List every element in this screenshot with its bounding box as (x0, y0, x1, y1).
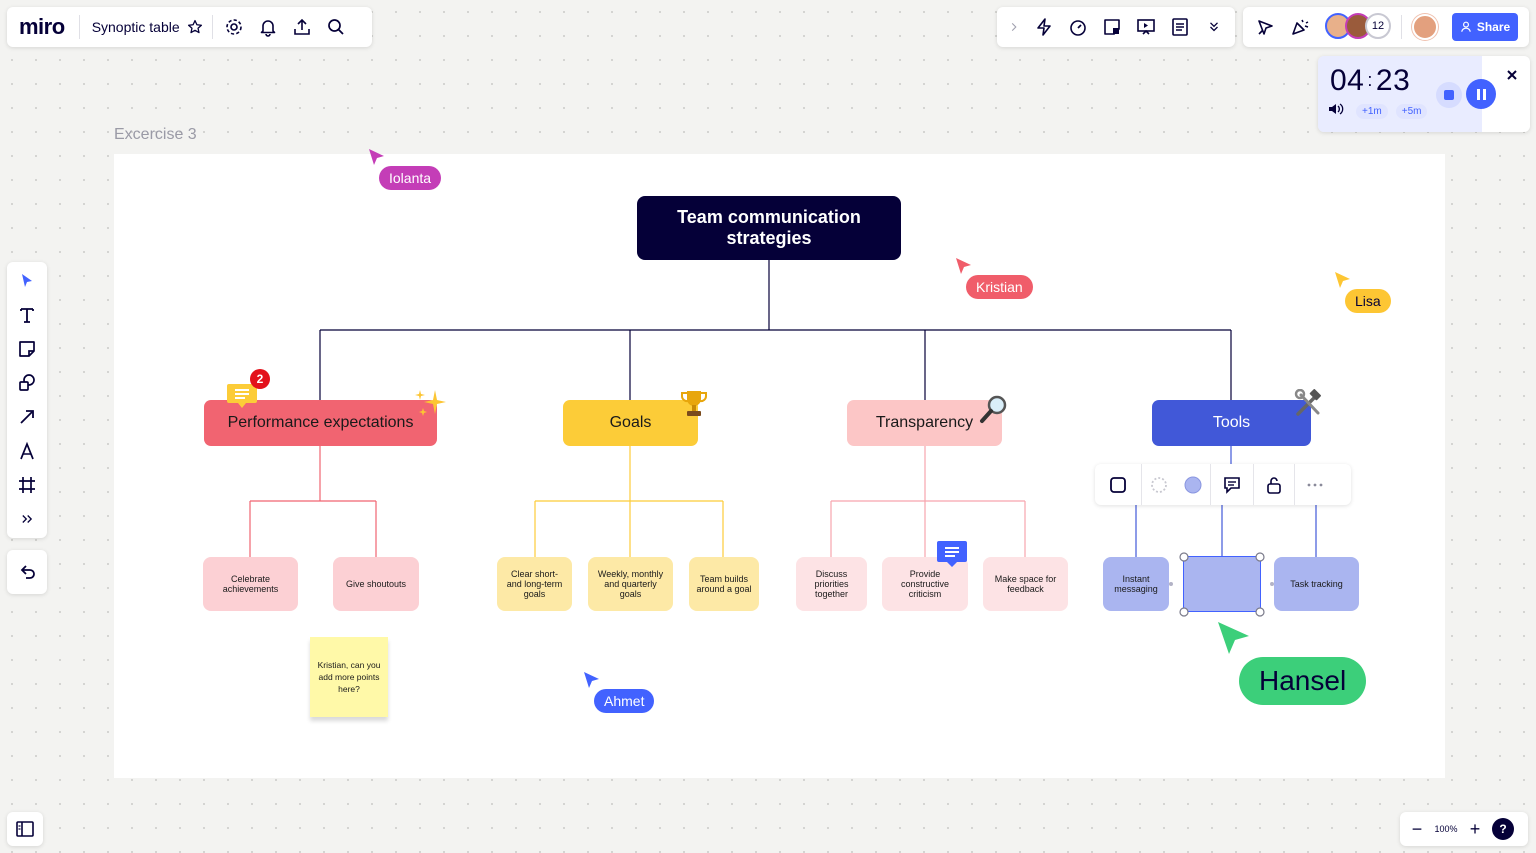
search-icon[interactable] (319, 10, 353, 44)
leaf-constructive-criticism[interactable]: Provide constructive criticism (882, 557, 968, 611)
lightning-icon[interactable] (1027, 10, 1061, 44)
board-header: miro Synoptic table (7, 7, 372, 47)
comment-icon[interactable] (226, 382, 258, 410)
context-toolbar (1095, 464, 1351, 505)
notes-icon[interactable] (1163, 10, 1197, 44)
leaf-discuss-priorities[interactable]: Discuss priorities together (796, 557, 867, 611)
timer-minutes: 04 (1330, 64, 1365, 97)
node-goals[interactable]: Goals (563, 400, 698, 446)
select-tool-icon[interactable] (10, 264, 44, 298)
frame-title[interactable]: Excercise 3 (114, 126, 197, 143)
user-icon (1461, 21, 1471, 32)
zoom-out-button[interactable]: − (1411, 818, 1423, 839)
timer-widget: 04:23 +1m +5m (1318, 56, 1530, 132)
stop-icon (1444, 90, 1454, 100)
timer-seconds: 23 (1375, 64, 1411, 97)
share-label: Share (1476, 20, 1511, 34)
present-icon[interactable] (1129, 10, 1163, 44)
cursor-label-iolanta: Iolanta (379, 166, 442, 190)
trophy-icon (681, 391, 707, 416)
leaf-weekly-monthly-goals[interactable]: Weekly, monthly and quarterly goals (588, 557, 673, 611)
magnifier-icon (980, 395, 1007, 423)
volume-icon[interactable] (1328, 102, 1344, 116)
node-performance-expectations[interactable]: Performance expectations (204, 400, 437, 446)
chevron-right-icon[interactable] (1001, 10, 1027, 44)
avatar-count[interactable]: 12 (1365, 13, 1391, 39)
gear-icon[interactable] (217, 10, 251, 44)
comment-icon[interactable] (936, 540, 968, 570)
border-style-icon[interactable] (1142, 468, 1176, 502)
comment-add-icon[interactable] (1211, 468, 1253, 502)
sidebar-toggle[interactable] (7, 812, 43, 846)
lock-icon[interactable] (1254, 468, 1294, 502)
collaboration-panel: 12 Share (1243, 7, 1529, 47)
star-icon[interactable] (182, 10, 208, 44)
connector-tool-icon[interactable] (10, 400, 44, 434)
cursor-pointer-icon (956, 258, 971, 274)
pen-tool-icon[interactable] (10, 434, 44, 468)
undo-icon[interactable] (10, 555, 44, 589)
cursor-label-hansel: Hansel (1239, 657, 1367, 705)
selection-handles[interactable] (1176, 549, 1268, 619)
sticky-note-tool-icon[interactable] (10, 332, 44, 366)
node-tools[interactable]: Tools (1152, 400, 1311, 446)
shapes-tool-icon[interactable] (10, 366, 44, 400)
timer-icon[interactable] (1061, 10, 1095, 44)
fill-color-icon[interactable] (1176, 468, 1210, 502)
pause-button[interactable] (1466, 79, 1496, 109)
top-tools-panel (997, 7, 1235, 47)
zoom-level[interactable]: 100% (1434, 824, 1458, 834)
celebrate-icon[interactable] (1283, 10, 1317, 44)
frame-tool-icon[interactable] (10, 468, 44, 502)
upload-icon[interactable] (285, 10, 319, 44)
node-transparency[interactable]: Transparency (847, 400, 1002, 446)
leaf-make-space-feedback[interactable]: Make space for feedback (983, 557, 1068, 611)
cursor-pointer-icon (1218, 622, 1249, 654)
cursor-label-kristian: Kristian (966, 275, 1033, 299)
mindmap-root-node[interactable]: Team communication strategies (637, 196, 901, 260)
more-icon[interactable] (1295, 468, 1335, 502)
board-title[interactable]: Synoptic table (91, 19, 180, 35)
miro-logo[interactable]: miro (19, 14, 65, 39)
avatar[interactable] (1412, 14, 1438, 40)
sticky-note[interactable]: Kristian, can you add more points here? (310, 637, 388, 717)
bell-icon[interactable] (251, 10, 285, 44)
connection-dots[interactable] (1166, 578, 1278, 590)
close-icon[interactable] (1506, 69, 1518, 81)
leaf-task-tracking[interactable]: Task tracking (1274, 557, 1359, 611)
cursor-pointer-icon (369, 149, 384, 165)
sparkle-icon (415, 390, 446, 416)
zoom-in-button[interactable]: + (1469, 818, 1481, 839)
leaf-clear-goals[interactable]: Clear short- and long-term goals (497, 557, 572, 611)
leaf-give-shoutouts[interactable]: Give shoutouts (333, 557, 419, 611)
cursor-pointer-icon (1335, 272, 1350, 288)
comment-count-badge: 2 (250, 369, 270, 389)
timer-display: 04:23 (1330, 64, 1411, 97)
shape-icon[interactable] (1095, 468, 1141, 502)
add-5-minute-button[interactable]: +5m (1395, 104, 1428, 119)
leaf-instant-messaging[interactable]: Instant messaging (1103, 557, 1169, 611)
leaf-selected-empty[interactable] (1183, 556, 1261, 612)
sticky-add-icon[interactable] (1095, 10, 1129, 44)
cursor-pointer-icon (584, 672, 599, 688)
tools-icon (1294, 389, 1321, 416)
left-toolbar (7, 262, 47, 538)
share-button[interactable]: Share (1452, 13, 1518, 41)
more-tools-icon[interactable] (10, 502, 44, 536)
chevron-double-down-icon[interactable] (1197, 10, 1231, 44)
leaf-celebrate-achievements[interactable]: Celebrate achievements (203, 557, 298, 611)
add-1-minute-button[interactable]: +1m (1356, 104, 1388, 119)
text-tool-icon[interactable] (10, 298, 44, 332)
leaf-team-builds[interactable]: Team builds around a goal (689, 557, 759, 611)
stop-button[interactable] (1436, 82, 1462, 108)
avatar-stack[interactable]: 12 (1325, 13, 1393, 41)
cursor-label-ahmet: Ahmet (594, 689, 655, 713)
zoom-controls: − 100% + ? (1400, 812, 1528, 846)
pause-icon (1476, 88, 1480, 100)
cursor-label-lisa: Lisa (1345, 289, 1391, 313)
sidebar-toggle-icon (16, 821, 34, 837)
follow-cursor-icon[interactable] (1249, 10, 1283, 44)
help-button[interactable]: ? (1492, 818, 1514, 840)
undo-panel (7, 550, 47, 594)
